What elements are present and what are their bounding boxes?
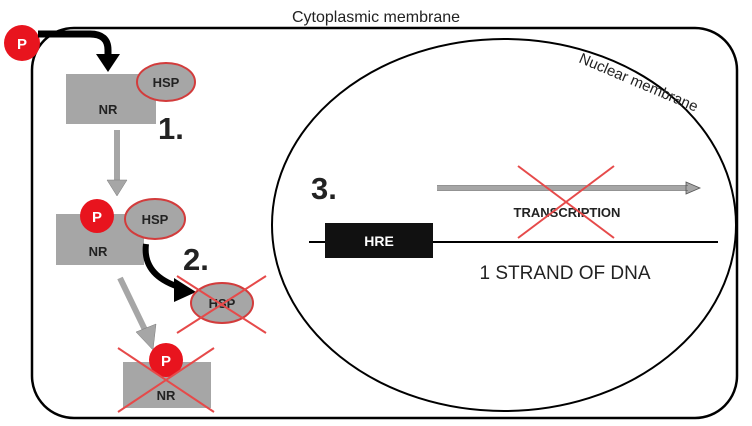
transcription-label: TRANSCRIPTION xyxy=(514,205,621,220)
hsp-step1 xyxy=(136,62,196,102)
transition-arrowhead-1-2 xyxy=(106,179,128,197)
dna-strand-label: 1 STRAND OF DNA xyxy=(479,263,650,284)
hsp-step2 xyxy=(124,198,186,240)
phosphate-group-entering xyxy=(4,25,40,61)
transition-arrow-2-3 xyxy=(117,276,150,336)
hsp-dissociation-arrowhead xyxy=(174,278,196,302)
nr-cross-line-b xyxy=(117,347,215,413)
nuclear-membrane xyxy=(271,38,737,412)
hre-label: HRE xyxy=(364,233,394,249)
hsp-label-step1: HSP xyxy=(153,75,180,90)
transcription-arrowhead xyxy=(685,181,702,195)
nr-label-step2: NR xyxy=(89,244,108,259)
phosphate-binding-arrowhead xyxy=(96,54,120,72)
cytoplasmic-membrane-label: Cytoplasmic membrane xyxy=(292,9,460,26)
phosphate-label-entering: P xyxy=(17,36,27,53)
phosphate-label-inactive: P xyxy=(161,353,171,370)
step-3-label: 3. xyxy=(311,171,337,206)
phosphate-group-inactive xyxy=(149,343,183,377)
nuclear-membrane-label: Nuclear membrane xyxy=(576,50,700,115)
transition-arrowhead-2-3 xyxy=(135,323,157,351)
nr-label-inactive: NR xyxy=(157,388,176,403)
phosphate-binding-arrow xyxy=(38,30,112,58)
phosphate-label-step2: P xyxy=(92,209,102,226)
step-1-label: 1. xyxy=(158,111,184,146)
nr-label-step1: NR xyxy=(99,102,118,117)
hsp-cross-line-b xyxy=(176,275,267,334)
transcription-cross-line-b xyxy=(517,165,615,239)
cytoplasmic-membrane xyxy=(30,26,739,420)
step-2-label: 2. xyxy=(183,242,209,277)
hsp-label-step2: HSP xyxy=(142,212,169,227)
hre-element xyxy=(325,223,433,258)
phosphate-group-step2 xyxy=(80,199,114,233)
